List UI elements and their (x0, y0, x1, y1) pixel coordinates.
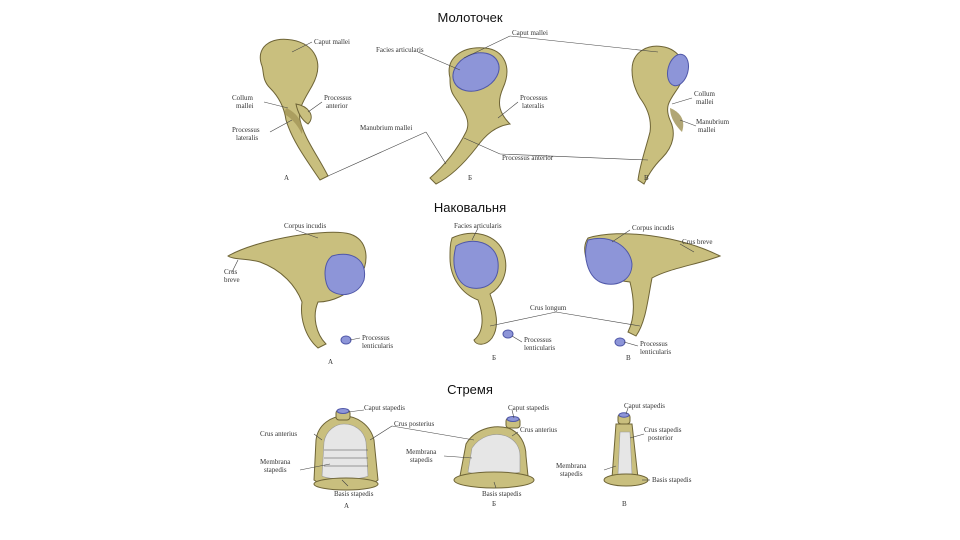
stapes-view-a (314, 409, 378, 491)
malleus-view-a (260, 39, 328, 180)
view-label-incus-a: А (328, 358, 333, 366)
view-label-stapes-a: А (344, 502, 349, 510)
label-membrana-stapedis-b-2: stapedis (410, 456, 433, 464)
label-corpus-incudis-c: Corpus incudis (632, 224, 674, 232)
incus-view-c (585, 234, 720, 346)
stapes-b-head-surface (507, 417, 519, 422)
view-label-incus-b: Б (492, 354, 496, 362)
label-processus-anterior-bc: Processus anterior (502, 154, 554, 162)
malleus-figure: Caput mallei Facies articularis Caput ma… (200, 8, 740, 190)
view-label-stapes-b: Б (492, 500, 496, 508)
incus-view-a (228, 232, 366, 348)
label-membrana-stapedis-c-1: Membrana (556, 462, 587, 470)
incus-c-lenticular (615, 338, 625, 346)
label-processus-lateralis-b-2: lateralis (522, 102, 544, 110)
view-label-malleus-b: Б (468, 174, 472, 182)
label-processus-lenticularis-a-2: lenticularis (362, 342, 393, 350)
malleus-panel: Молоточек (200, 8, 740, 190)
label-membrana-stapedis-c-2: stapedis (560, 470, 583, 478)
label-processus-lenticularis-c-1: Processus (640, 340, 668, 348)
view-label-incus-c: В (626, 354, 631, 362)
label-crus-posterius: Crus posterius (394, 420, 435, 428)
stapes-c-head-surface (619, 413, 629, 417)
incus-facies-articularis (454, 241, 498, 288)
label-collum-mallei-a-2: mallei (236, 102, 254, 110)
label-processus-lenticularis-c-2: lenticularis (640, 348, 671, 356)
label-corpus-incudis-a: Corpus incudis (284, 222, 326, 230)
label-basis-stapedis-c: Basis stapedis (652, 476, 692, 484)
label-membrana-stapedis-a-2: stapedis (264, 466, 287, 474)
incus-figure: Corpus incudis Crus breve Processus lent… (200, 198, 740, 378)
label-crus-longum: Crus longum (530, 304, 567, 312)
incus-panel: Наковальня Corpus incudis Cru (200, 198, 740, 378)
label-crus-anterius-b: Crus anterius (520, 426, 557, 434)
label-crus-anterius-a: Crus anterius (260, 430, 297, 438)
label-collum-mallei-c-1: Collum (694, 90, 716, 98)
label-manubrium-mallei-c-2: mallei (698, 126, 716, 134)
label-caput-mallei-a: Caput mallei (314, 38, 350, 46)
malleus-view-b (430, 46, 510, 184)
stapes-panel: Стремя (230, 380, 710, 520)
label-facies-articularis-incus: Facies articularis (454, 222, 502, 230)
label-manubrium-mallei-c-1: Manubrium (696, 118, 730, 126)
label-processus-anterior-a-1: Processus (324, 94, 352, 102)
label-crus-stapedis-posterior-2: posterior (648, 434, 674, 442)
view-label-malleus-c: В (644, 174, 649, 182)
label-caput-stapedis-a: Caput stapedis (364, 404, 405, 412)
label-collum-mallei-a-1: Collum (232, 94, 254, 102)
malleus-view-c (632, 46, 692, 184)
label-crus-breve-a-2: breve (224, 276, 240, 284)
incus-view-b (450, 233, 513, 344)
label-processus-lenticularis-a-1: Processus (362, 334, 390, 342)
label-processus-anterior-a-2: anterior (326, 102, 348, 110)
label-caput-mallei-bc: Caput mallei (512, 29, 548, 37)
label-facies-articularis-malleus: Facies articularis (376, 46, 424, 54)
label-basis-stapedis-b: Basis stapedis (482, 490, 522, 498)
label-caput-stapedis-c: Caput stapedis (624, 402, 665, 410)
label-manubrium-mallei: Manubrium mallei (360, 124, 412, 132)
incus-a-lenticular (341, 336, 351, 344)
label-processus-lateralis-a-2: lateralis (236, 134, 258, 142)
label-processus-lateralis-a-1: Processus (232, 126, 260, 134)
label-processus-lenticularis-b-2: lenticularis (524, 344, 555, 352)
label-collum-mallei-c-2: mallei (696, 98, 714, 106)
stapes-view-c (604, 413, 648, 486)
label-membrana-stapedis-a-1: Membrana (260, 458, 291, 466)
incus-b-lenticular (503, 330, 513, 338)
label-membrana-stapedis-b-1: Membrana (406, 448, 437, 456)
view-label-stapes-c: В (622, 500, 627, 508)
label-crus-breve-c: Crus breve (682, 238, 713, 246)
stapes-figure: Caput stapedis Crus anterius Crus poster… (230, 380, 710, 520)
label-processus-lenticularis-b-1: Processus (524, 336, 552, 344)
label-crus-breve-a-1: Crus (224, 268, 238, 276)
label-processus-lateralis-b-1: Processus (520, 94, 548, 102)
incus-a-articular-surface (325, 254, 365, 294)
label-crus-stapedis-posterior-1: Crus stapedis (644, 426, 682, 434)
view-label-malleus-a: А (284, 174, 289, 182)
label-basis-stapedis-a: Basis stapedis (334, 490, 374, 498)
label-caput-stapedis-b: Caput stapedis (508, 404, 549, 412)
stapes-a-head-surface (337, 409, 349, 414)
